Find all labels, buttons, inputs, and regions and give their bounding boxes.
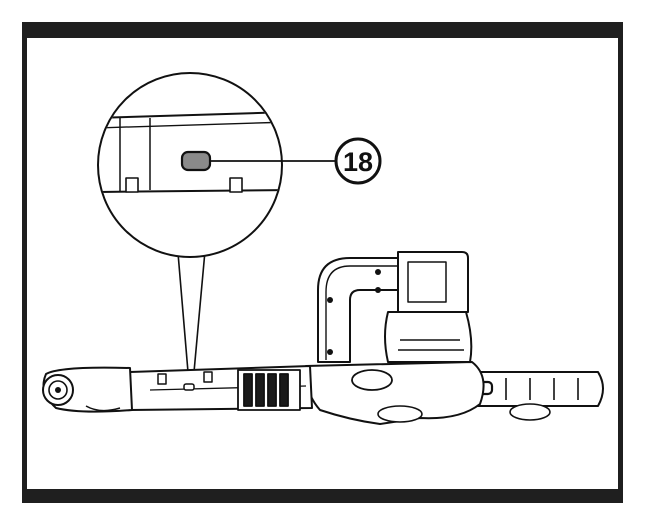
shaft-indicator-light — [183, 383, 195, 391]
frame-border-left — [22, 22, 27, 503]
frame-border-top — [22, 22, 623, 38]
frame-border-bottom — [22, 489, 623, 503]
motor-housing — [384, 311, 473, 363]
tool-body — [42, 251, 604, 425]
callout-number: 18 — [343, 147, 373, 177]
shaft-grip — [237, 369, 301, 411]
battery-label — [407, 261, 447, 303]
magnified-indicator-light — [180, 150, 212, 172]
frame-border-right — [618, 22, 623, 503]
magnifier-detail — [97, 72, 283, 258]
callout-18: 18 — [334, 137, 382, 185]
magnifier-pointer-lines — [177, 250, 206, 373]
